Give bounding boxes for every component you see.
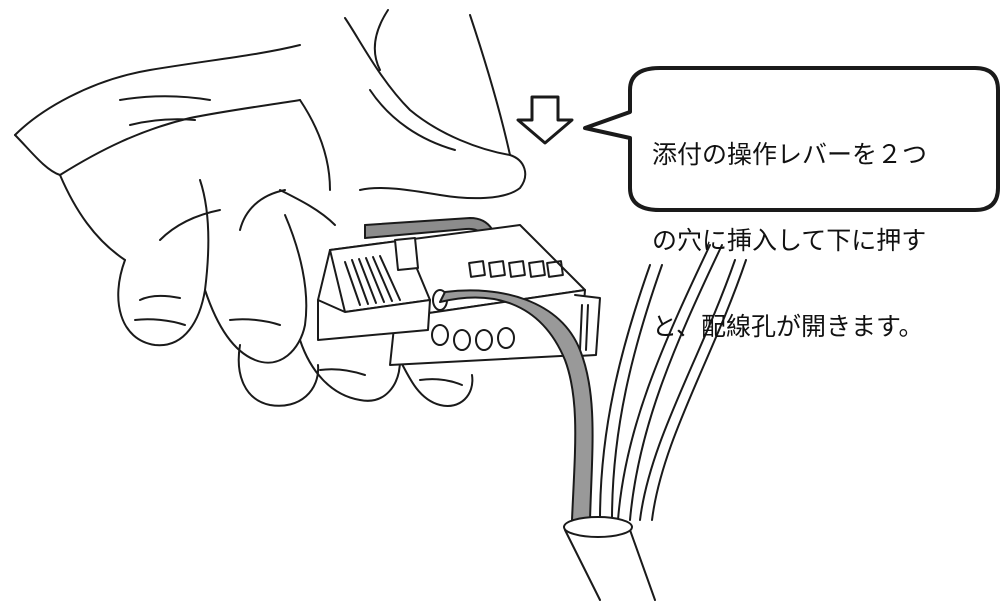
down-arrow-icon <box>516 95 574 145</box>
callout-text: 添付の操作レバーを２つ の穴に挿入して下に押す と、配線孔が開きます。 <box>652 90 982 391</box>
callout-line-1: 添付の操作レバーを２つ <box>652 140 928 169</box>
hand-illustration <box>14 9 527 407</box>
callout-line-2: の穴に挿入して下に押す <box>652 226 927 255</box>
callout-line-3: と、配線孔が開きます。 <box>652 312 924 341</box>
wire-connector-illustration <box>317 224 601 366</box>
cable-illustration <box>439 244 747 601</box>
speech-bubble <box>583 66 1000 212</box>
